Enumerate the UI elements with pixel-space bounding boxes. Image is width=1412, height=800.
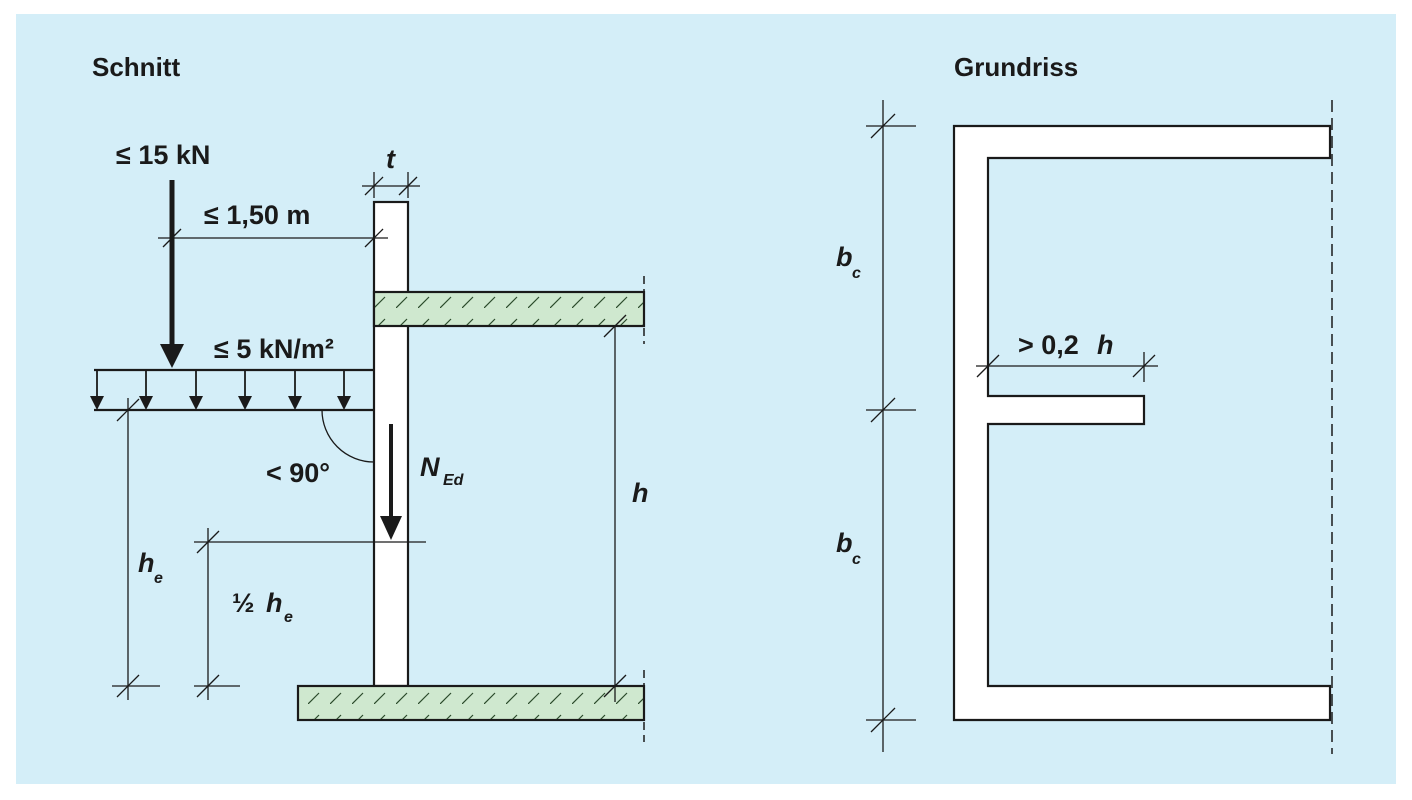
half-height-subscript: e [284, 609, 293, 626]
bc-dimension [866, 100, 916, 752]
axial-force-arrow-head [380, 516, 402, 540]
plan-view: Grundriss b c b c > 0,2 h [836, 52, 1333, 754]
bc-lower-label: b [836, 528, 853, 558]
section-view: Schnitt t ≤ 15 kN ≤ 1,50 m [90, 52, 649, 742]
effective-height-label: h [138, 548, 155, 578]
effective-height-subscript: e [154, 570, 163, 587]
bc-upper-subscript: c [852, 265, 861, 282]
point-load-arrow-head [160, 344, 184, 368]
stub-length-dimension [976, 352, 1158, 382]
thickness-dimension [362, 172, 420, 198]
half-height-dimension [194, 528, 426, 700]
area-load-label: ≤ 5 kN/m² [214, 334, 334, 364]
half-height-prefix: ½ [232, 588, 255, 618]
axial-force-label: N [420, 452, 440, 482]
stub-length-label: > 0,2 [1018, 330, 1079, 360]
distance-label: ≤ 1,50 m [204, 200, 310, 230]
thickness-label: t [386, 144, 396, 174]
effective-height-dimension [112, 398, 160, 700]
angle-label: < 90° [266, 458, 330, 488]
height-label: h [632, 478, 649, 508]
lower-slab [296, 684, 646, 722]
height-dimension [603, 314, 627, 702]
bc-upper-label: b [836, 242, 853, 272]
angle-arc [321, 409, 375, 463]
axial-force-subscript: Ed [443, 472, 465, 489]
stub-length-variable: h [1097, 330, 1114, 360]
upper-slab [372, 290, 646, 328]
distance-dimension [158, 228, 388, 248]
point-load-label: ≤ 15 kN [116, 140, 210, 170]
plan-wall-outline [952, 124, 1332, 722]
section-title: Schnitt [92, 52, 180, 82]
bc-lower-subscript: c [852, 551, 861, 568]
plan-title: Grundriss [954, 52, 1078, 82]
half-height-label: h [266, 588, 283, 618]
area-load [90, 368, 374, 412]
